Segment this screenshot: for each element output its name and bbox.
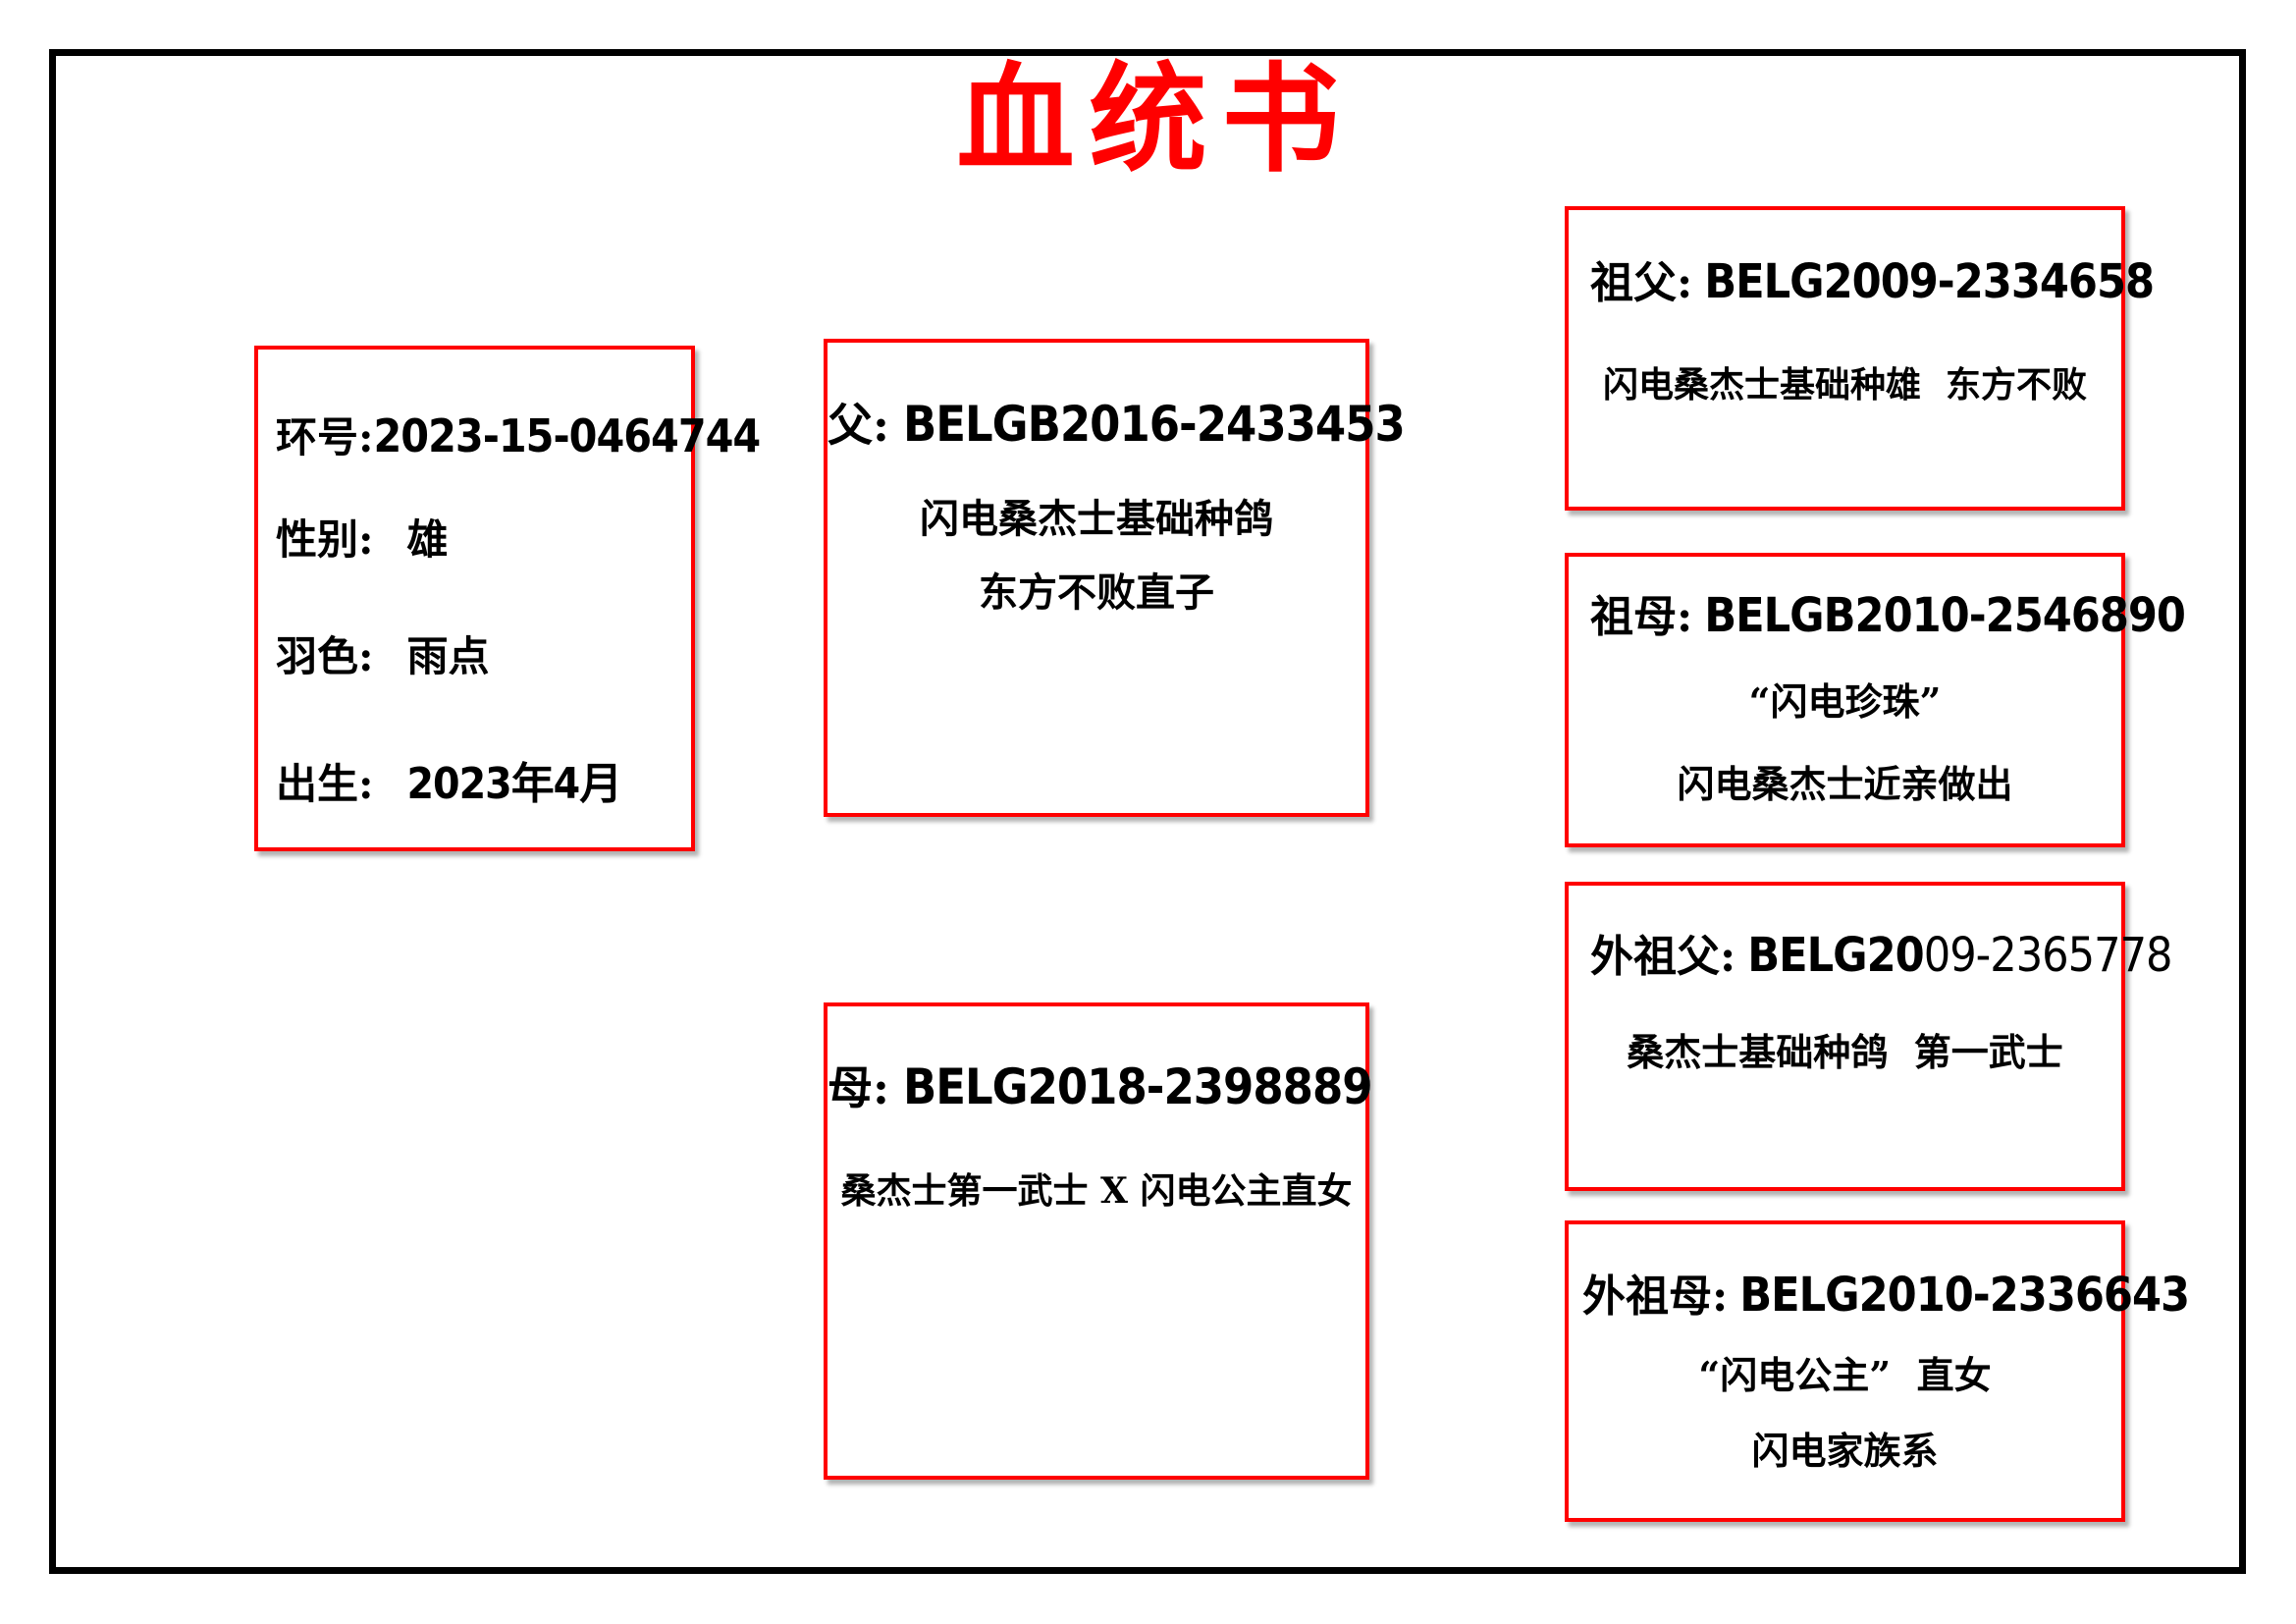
feather-color-line: 羽色: 雨点 [276,632,683,680]
birth-value: 2023年4月 [406,759,623,809]
certificate-frame [49,49,2246,1574]
grandfather-label: 祖父: [1590,258,1693,308]
father-desc-line-2: 东方不败直子 [979,569,1214,616]
maternal-grandfather-label: 外祖父: [1590,932,1736,982]
ring-number-label: 环号: [276,413,374,461]
mother-id: BELG2018-2398889 [902,1058,1373,1115]
birth-label: 出生: [276,760,374,808]
mother-id-line: 母:BELG2018-2398889 [828,1058,1373,1116]
page-title: 血统书 [956,50,1355,189]
bird-info-box: 环号:2023-15-0464744 性别: 雄 羽色: 雨点 出生: 2023年4月 [254,346,761,851]
feather-color-value: 雨点 [406,632,490,680]
maternal-grandmother-label: 外祖母: [1582,1272,1729,1322]
mother-desc-line: 桑杰士第一武士 X 闪电公主直女 [840,1170,1353,1212]
mother-label: 母: [828,1061,889,1114]
sex-line: 性别: 雄 [276,515,683,564]
ring-number-value: 2023-15-0464744 [373,409,762,462]
sex-label: 性别: [276,515,374,564]
maternal-grandfather-id-rest: 09-2365778 [1923,928,2173,983]
grandfather-id-line: 祖父:BELG2009-2334658 [1569,254,2155,309]
maternal-grandmother-box: 外祖母:BELG2010-2336643 “闪电公主” 直女 闪电家族系 [1565,1220,2190,1522]
father-id-line: 父:BELGB2016-2433453 [828,396,1406,454]
father-desc-line-1: 闪电桑杰士基础种鸽 [920,496,1273,542]
maternal-grandmother-id-line: 外祖母:BELG2010-2336643 [1569,1268,2190,1323]
maternal-grandfather-box: 外祖父:BELG2009-2365778 桑杰士基础种鸽 第一武士 [1565,882,2173,1191]
maternal-grandmother-desc-line: 闪电家族系 [1751,1429,1939,1473]
father-id: BELGB2016-2433453 [902,396,1406,453]
mother-box: 母:BELG2018-2398889 桑杰士第一武士 X 闪电公主直女 [824,1002,1373,1480]
grandmother-id: BELGB2010-2546890 [1704,588,2186,643]
maternal-grandmother-alias-line: “闪电公主” 直女 [1698,1353,1992,1397]
grandmother-box: 祖母:BELGB2010-2546890 “闪电珍珠” 闪电桑杰士近亲做出 [1565,553,2186,847]
grandfather-desc-line: 闪电桑杰士基础种雄 东方不败 [1602,364,2088,406]
birth-line: 出生: 2023年4月 [276,759,683,810]
maternal-grandfather-id-line: 外祖父:BELG2009-2365778 [1569,928,2173,983]
father-box: 父:BELGB2016-2433453 闪电桑杰士基础种鸽 东方不败直子 [824,339,1406,817]
grandfather-box: 祖父:BELG2009-2334658 闪电桑杰士基础种雄 东方不败 [1565,206,2155,511]
ring-number-line: 环号:2023-15-0464744 [276,410,761,462]
maternal-grandmother-id: BELG2010-2336643 [1739,1268,2190,1323]
feather-color-label: 羽色: [276,632,374,680]
maternal-grandfather-id-bold: BELG20 [1747,928,1924,983]
grandmother-label: 祖母: [1590,592,1693,642]
maternal-grandfather-desc-line: 桑杰士基础种鸽 第一武士 [1627,1030,2063,1074]
grandfather-id: BELG2009-2334658 [1704,254,2155,309]
father-label: 父: [828,399,889,452]
sex-value: 雄 [406,515,449,564]
grandmother-alias-line: “闪电珍珠” [1748,679,1942,724]
grandmother-desc-line: 闪电桑杰士近亲做出 [1677,762,2013,806]
grandmother-id-line: 祖母:BELGB2010-2546890 [1569,588,2186,643]
